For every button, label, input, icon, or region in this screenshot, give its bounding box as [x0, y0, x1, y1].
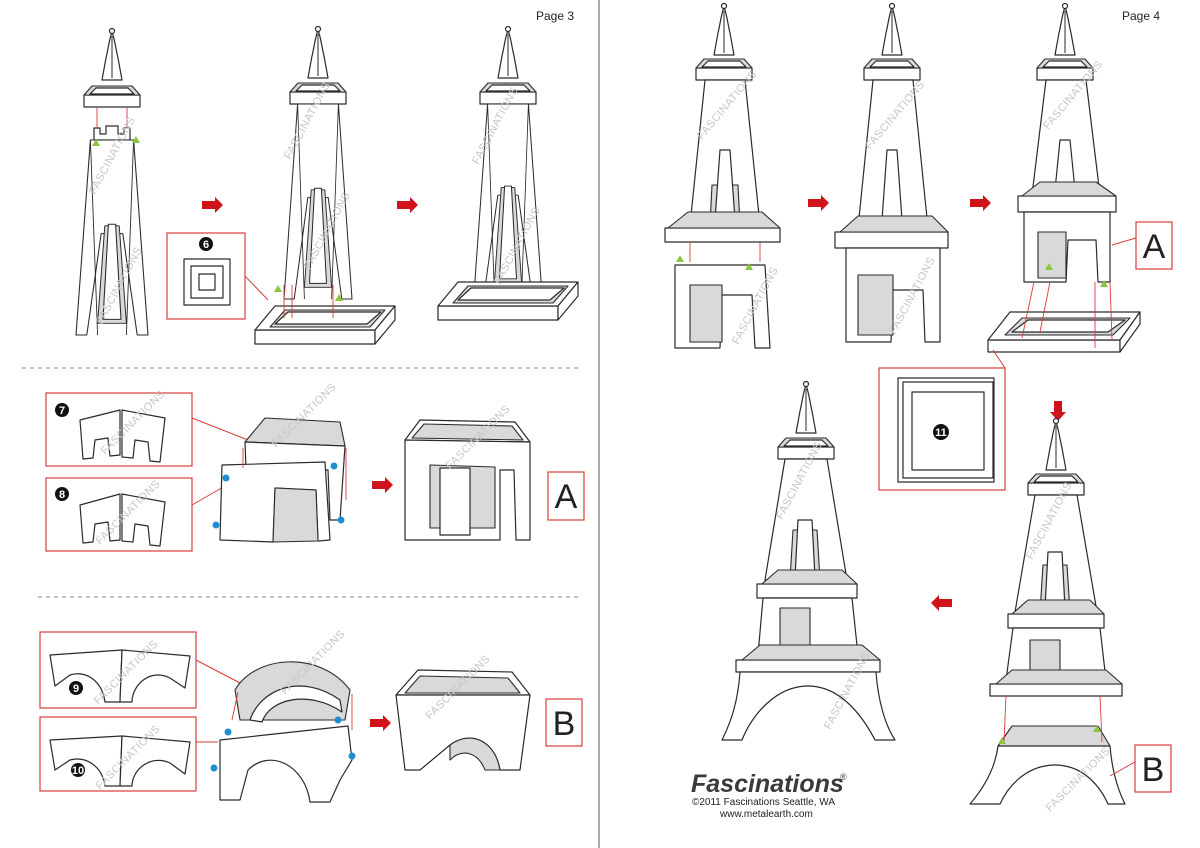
step-6-callout: 6 — [166, 232, 269, 320]
assembly-label-b-page3: B — [545, 698, 583, 747]
red-arrow-icon — [202, 197, 223, 213]
step-number-7: 7 — [59, 405, 65, 417]
assembly-label-b-page4: B — [1109, 744, 1172, 793]
step-number-8: 8 — [59, 489, 65, 501]
page-label-4: Page 4 — [1122, 9, 1160, 23]
step-number-9: 9 — [73, 683, 79, 695]
red-arrow-icon — [931, 595, 952, 611]
step-number-11: 11 — [935, 427, 947, 439]
step-8-callout: 8 — [45, 477, 233, 552]
p4-final-tower — [721, 380, 896, 741]
p4-tower-over-tray — [987, 2, 1141, 353]
p3-tower-exploded — [75, 27, 149, 336]
red-arrow-icon — [1050, 401, 1066, 421]
assembly-letter-a: A — [555, 478, 578, 516]
step-10-callout: 10 — [39, 716, 218, 792]
assembly-letter-b: B — [553, 705, 576, 743]
p3-tower-on-base — [254, 25, 396, 345]
copyright-text: ©2011 Fascinations Seattle, WA — [692, 797, 835, 808]
p3-base-section-assembled — [395, 669, 531, 771]
assembly-label-a-page4: A — [1111, 221, 1173, 270]
brand-logo: Fascinations — [691, 770, 844, 798]
p4-tower-with-middle — [834, 2, 949, 343]
registered-mark: ® — [840, 772, 847, 782]
website-text: www.metalearth.com — [719, 809, 813, 820]
p4-tower-joining-middle — [664, 2, 781, 349]
step-number-6: 6 — [203, 239, 209, 251]
red-arrow-icon — [397, 197, 418, 213]
step-number-10: 10 — [72, 765, 84, 777]
red-arrow-icon — [970, 195, 991, 211]
assembly-label-a-page3: A — [547, 471, 585, 521]
page-label-3: Page 3 — [536, 9, 574, 23]
p3-middle-section-assembled — [404, 419, 531, 541]
red-arrow-icon — [370, 715, 391, 731]
assembly-letter-a: A — [1143, 228, 1166, 266]
p3-base-section-exploded — [210, 661, 356, 803]
p3-middle-section-exploded — [212, 417, 347, 543]
red-arrow-icon — [808, 195, 829, 211]
assembly-letter-b: B — [1142, 751, 1165, 789]
step-7-callout: 7 — [45, 392, 249, 467]
p4-tower-over-base — [969, 417, 1126, 805]
step-11-callout: 11 — [878, 349, 1006, 491]
red-arrow-icon — [372, 477, 393, 493]
step-9-callout: 9 — [39, 631, 241, 709]
brand-footer: Fascinations ® ©2011 Fascinations Seattl… — [691, 770, 847, 820]
